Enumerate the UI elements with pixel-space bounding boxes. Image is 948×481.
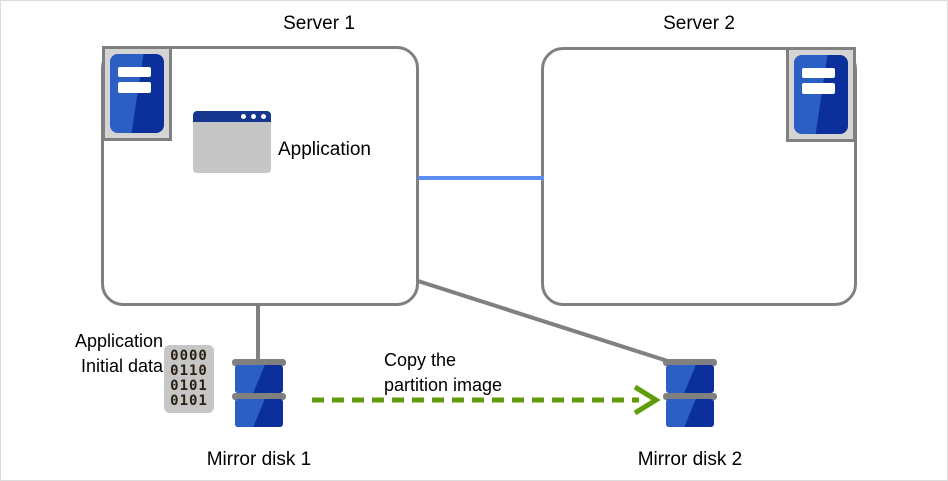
initial-data-caption: Application Initial data [57,329,163,379]
server2-title: Server 2 [663,13,735,34]
copy-partition-caption: Copy the partition image [384,348,564,398]
initial-data-line2: Initial data [80,356,163,376]
binary-row: 0101 [170,378,208,394]
interconnect-line [418,176,544,180]
initial-data-line1: Application [74,331,163,351]
server1-to-disk1-connector [256,304,260,364]
server1-title: Server 1 [283,13,355,34]
binary-row: 0000 [170,348,208,364]
binary-data-icon: 0000 0110 0101 0101 [164,345,214,413]
binary-row: 0110 [170,363,208,379]
dashed-arrow-head-icon [633,384,661,416]
application-window-icon [193,111,271,173]
copy-label-line1: Copy the [384,350,457,370]
mirror-disk1-label: Mirror disk 1 [206,449,312,470]
mirror-disk1-icon [232,359,286,433]
copy-label-line2: partition image [384,375,503,395]
server1-server-icon [102,46,172,141]
mirror-disk2-icon [663,359,717,433]
application-label: Application [278,139,371,160]
mirror-disk2-label: Mirror disk 2 [637,449,743,470]
binary-row: 0101 [170,393,208,409]
server2-server-icon [786,47,856,142]
